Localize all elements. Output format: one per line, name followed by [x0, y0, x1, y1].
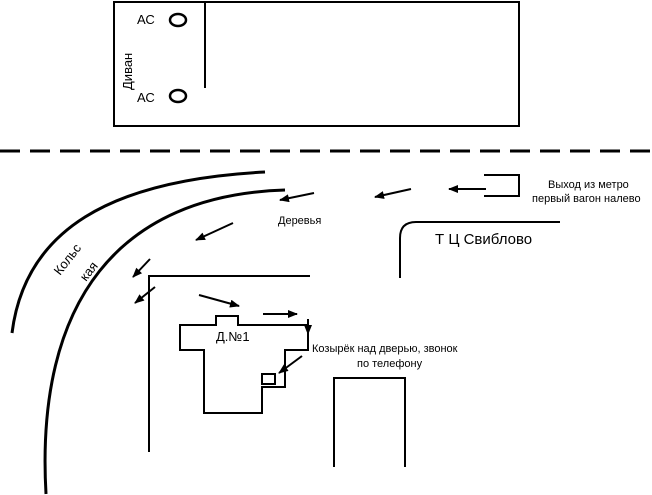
metro-exit-marker [484, 174, 520, 197]
arrow-icon [278, 355, 303, 374]
building-d1: Д.№1 [179, 315, 309, 414]
mall-label: Т Ц Свиблово [435, 231, 532, 248]
trees-label: Деревья [278, 215, 321, 227]
ac-unit-top-icon [168, 12, 188, 28]
mall-outline [399, 221, 560, 278]
metro-exit-label-line1: Выход из метро [548, 179, 629, 191]
canopy-note-line1: Козырёк над дверью, звонок [312, 343, 458, 355]
canopy-note-line2: по телефону [357, 358, 423, 370]
metro-exit-label-line2: первый вагон налево [532, 193, 641, 205]
ring-road-label-line2: кая [77, 259, 101, 284]
ac-unit-bottom-icon [168, 88, 188, 104]
ac-label-top: АС [137, 12, 155, 27]
arrow-icon [132, 258, 151, 278]
arrow-icon [134, 286, 156, 304]
arrow-icon [198, 294, 240, 308]
arrow-icon [374, 188, 412, 199]
arrow-icon [279, 192, 315, 203]
divan-label: Диван [120, 53, 135, 90]
courtyard-boundary [148, 275, 310, 452]
building-label: Д.№1 [216, 329, 250, 344]
divan-building: АС АС Диван [113, 1, 520, 127]
ring-road-inner-curve [43, 188, 286, 495]
doorbell-icon [261, 373, 276, 385]
ring-road-outer-curve [10, 170, 266, 334]
ac-label-bottom: АС [137, 90, 155, 105]
arrow-icon [195, 222, 234, 241]
lower-building-outline [333, 377, 406, 467]
